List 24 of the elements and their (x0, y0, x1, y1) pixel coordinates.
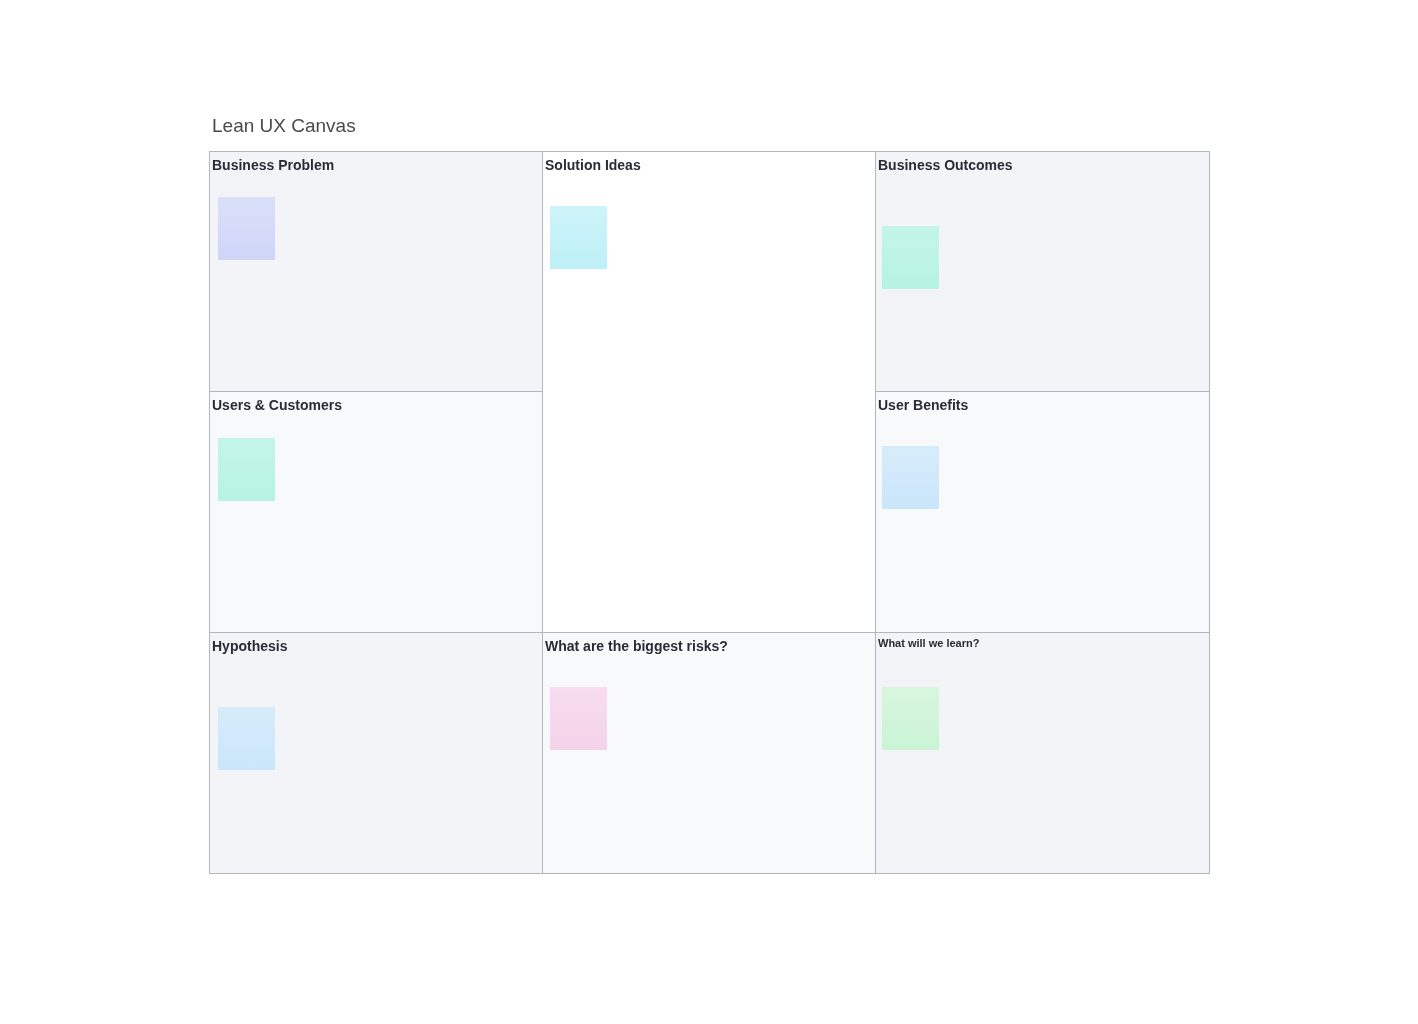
canvas-section (209, 391, 543, 633)
section-heading: Solution Ideas (545, 157, 641, 175)
section-heading: Business Problem (212, 157, 335, 175)
canvas-section (875, 632, 1210, 874)
sticky-note (218, 197, 275, 260)
sticky-note (218, 438, 275, 501)
canvas-title: Lean UX Canvas (212, 114, 356, 138)
section-heading: What are the biggest risks? (545, 638, 728, 656)
sticky-note (218, 707, 275, 770)
canvas-section (875, 391, 1210, 633)
sticky-note (882, 687, 939, 750)
canvas-section (209, 151, 543, 392)
section-heading: User Benefits (878, 397, 969, 415)
section-heading: Users & Customers (212, 397, 342, 415)
sticky-note (882, 446, 939, 509)
section-heading: Business Outcomes (878, 157, 1013, 175)
sticky-note (550, 206, 607, 269)
section-heading: What will we learn? (878, 637, 980, 651)
canvas-section (209, 632, 543, 874)
section-heading: Hypothesis (212, 638, 288, 656)
sticky-note (882, 226, 939, 289)
sticky-note (550, 687, 607, 750)
canvas-section (542, 632, 876, 874)
canvas-section (875, 151, 1210, 392)
